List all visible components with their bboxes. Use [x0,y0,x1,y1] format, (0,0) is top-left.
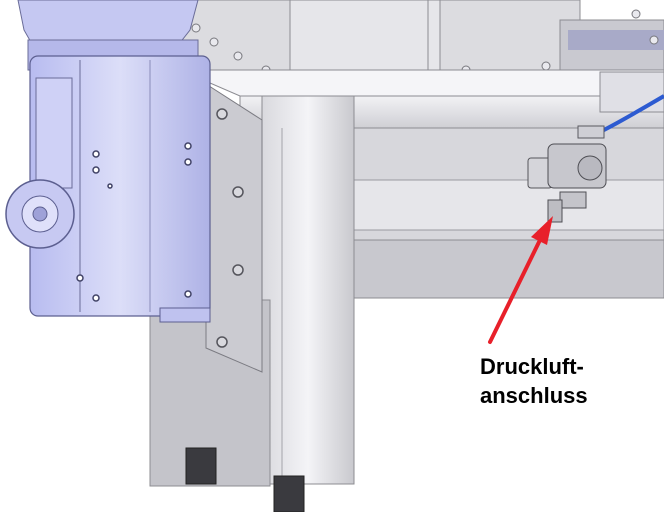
upper-housing [179,0,664,83]
callout-label-line-1: Druckluft- [480,354,584,379]
machine-feet [185,447,305,513]
air-connection-assembly [527,94,664,223]
gear-motor [5,0,211,323]
frame-back-panel [351,127,664,299]
motor-mount-plate [205,83,263,373]
callout-arrow [488,216,553,344]
callout-label-line-2: anschluss [480,383,588,408]
compressed-air-connection-label: Druckluft- anschluss [480,352,588,410]
